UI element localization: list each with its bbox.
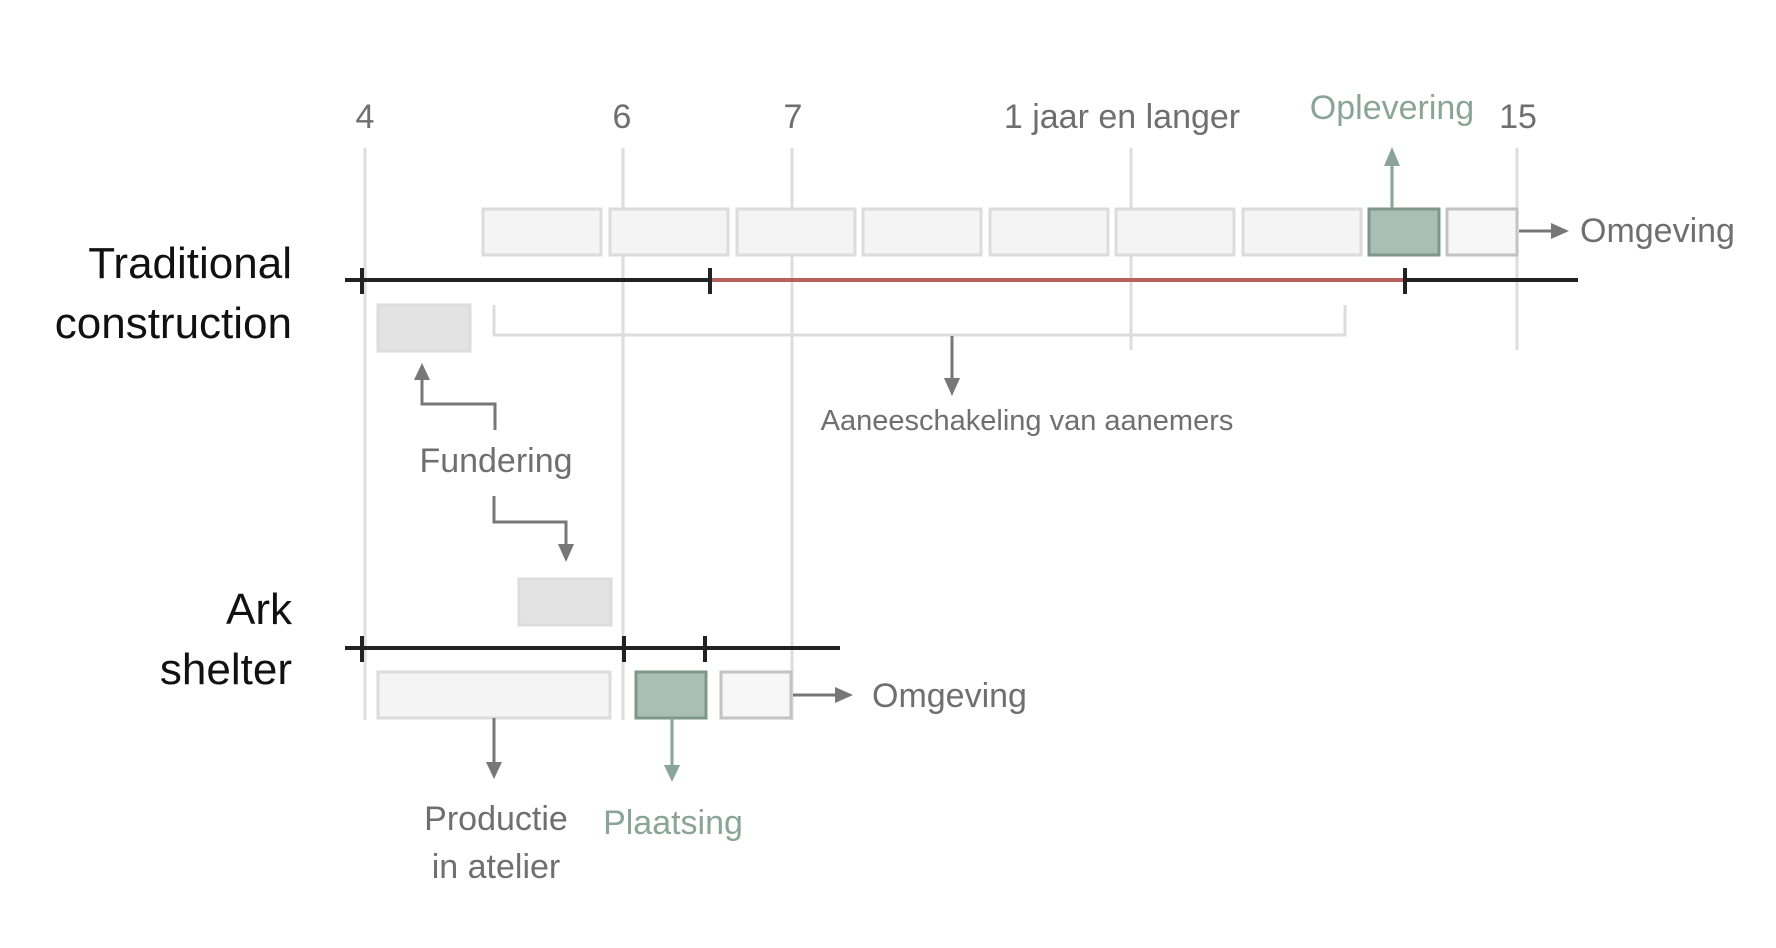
aaneeschakeling-bracket [492, 305, 1347, 337]
tick-label-15: 15 [1499, 98, 1537, 136]
omgeving-ark-arrowhead [835, 687, 853, 703]
ark-title-line2: shelter [160, 645, 292, 694]
traditional-phase-box [608, 207, 730, 257]
fundering-arrowhead-down [558, 544, 574, 562]
ark-fundering-box [517, 577, 613, 627]
traditional-fundering-box [376, 303, 472, 353]
omgeving-ark-label: Omgeving [872, 677, 1027, 715]
traditional-phase-box [988, 207, 1110, 257]
fundering-arrow-up [420, 378, 497, 430]
omgeving-traditional-arrowhead [1551, 223, 1569, 239]
ark-omgeving-box [719, 670, 793, 720]
ark-plaatsing-box [634, 670, 708, 720]
ark-productie-box [376, 670, 612, 720]
oplevering-label: Oplevering [1310, 89, 1474, 127]
aaneeschakeling-arrowhead [944, 378, 960, 396]
tick-label-6: 6 [613, 98, 632, 136]
traditional-title-line2: construction [55, 299, 292, 348]
tick-label-7: 7 [784, 98, 803, 136]
aaneeschakeling-label: Aaneeschakeling van aanemers [821, 405, 1234, 437]
traditional-phase-box [1114, 207, 1236, 257]
traditional-phase-box [1241, 207, 1363, 257]
omgeving-traditional-label: Omgeving [1580, 212, 1735, 250]
tick-label-4: 4 [356, 98, 375, 136]
productie-arrowhead [486, 762, 502, 779]
traditional-title-line1: Traditional [88, 239, 292, 288]
productie-label-line2: in atelier [432, 848, 561, 886]
traditional-oplevering-box [1367, 207, 1441, 257]
traditional-omgeving-box [1445, 207, 1519, 257]
traditional-phase-box [735, 207, 857, 257]
fundering-arrowhead-up [414, 363, 430, 380]
fundering-arrow-down [492, 496, 568, 545]
fundering-label: Fundering [419, 442, 572, 480]
productie-label-line1: Productie [424, 800, 568, 838]
ark-title-line1: Ark [226, 585, 293, 634]
plaatsing-arrowhead [664, 765, 680, 782]
traditional-phase-box [481, 207, 603, 257]
traditional-phase-box [861, 207, 983, 257]
tick-label-1-jaar: 1 jaar en langer [1004, 98, 1240, 136]
oplevering-arrowhead [1384, 147, 1400, 166]
plaatsing-label: Plaatsing [603, 804, 743, 842]
